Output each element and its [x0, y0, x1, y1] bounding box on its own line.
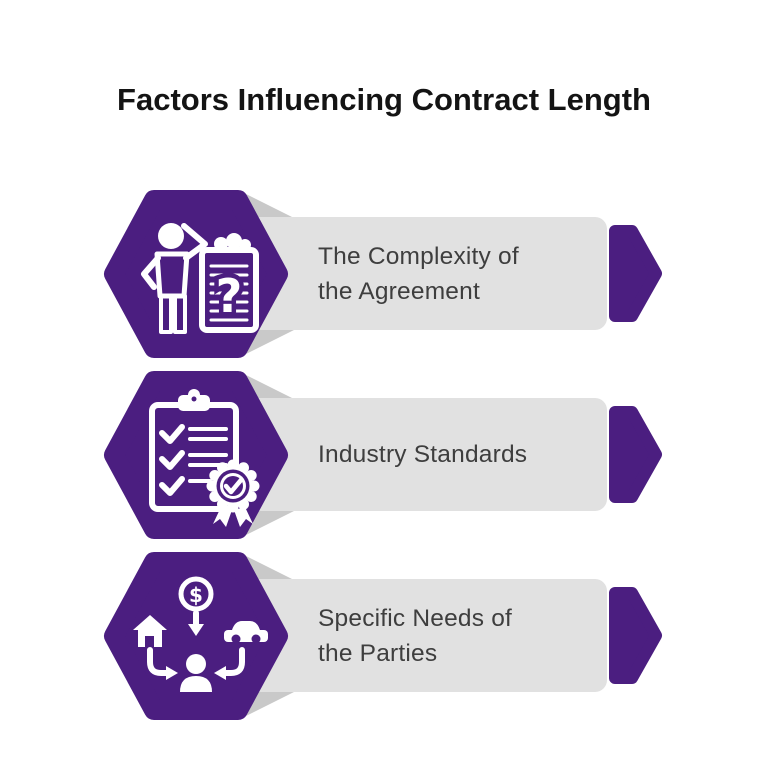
arrow-pointer [609, 587, 662, 684]
factor-row: ? The Complexity of the Agreement [0, 188, 768, 360]
factor-row: $ Specific Needs of the Parties [0, 550, 768, 722]
confused-person-clipboard-icon: ? [141, 223, 259, 334]
factor-label-line1: Specific Needs of [318, 604, 513, 632]
needs-options-icon: $ [133, 576, 268, 692]
factor-label-line2: the Parties [318, 639, 438, 667]
page-title: Factors Influencing Contract Length [117, 82, 651, 117]
factor-row-art [104, 371, 662, 539]
factor-row-art: $ [104, 552, 662, 720]
svg-text:?: ? [216, 269, 243, 323]
factor-label-line1: Industry Standards [318, 441, 528, 468]
label-bar [240, 398, 607, 511]
factor-label-line1: The Complexity of [318, 242, 519, 270]
factor-row-art: ? [104, 190, 662, 358]
label-bar [240, 217, 607, 330]
label-bar [240, 579, 607, 692]
factor-label: The Complexity of the Agreement [318, 217, 588, 330]
factor-label-line2: the Agreement [318, 277, 480, 305]
svg-text:$: $ [189, 583, 203, 607]
checklist-certificate-icon [149, 389, 260, 527]
factor-label: Industry Standards [318, 398, 588, 511]
arrow-pointer [609, 406, 662, 503]
factor-row: Industry Standards [0, 369, 768, 541]
factor-label: Specific Needs of the Parties [318, 579, 588, 692]
arrow-pointer [609, 225, 662, 322]
